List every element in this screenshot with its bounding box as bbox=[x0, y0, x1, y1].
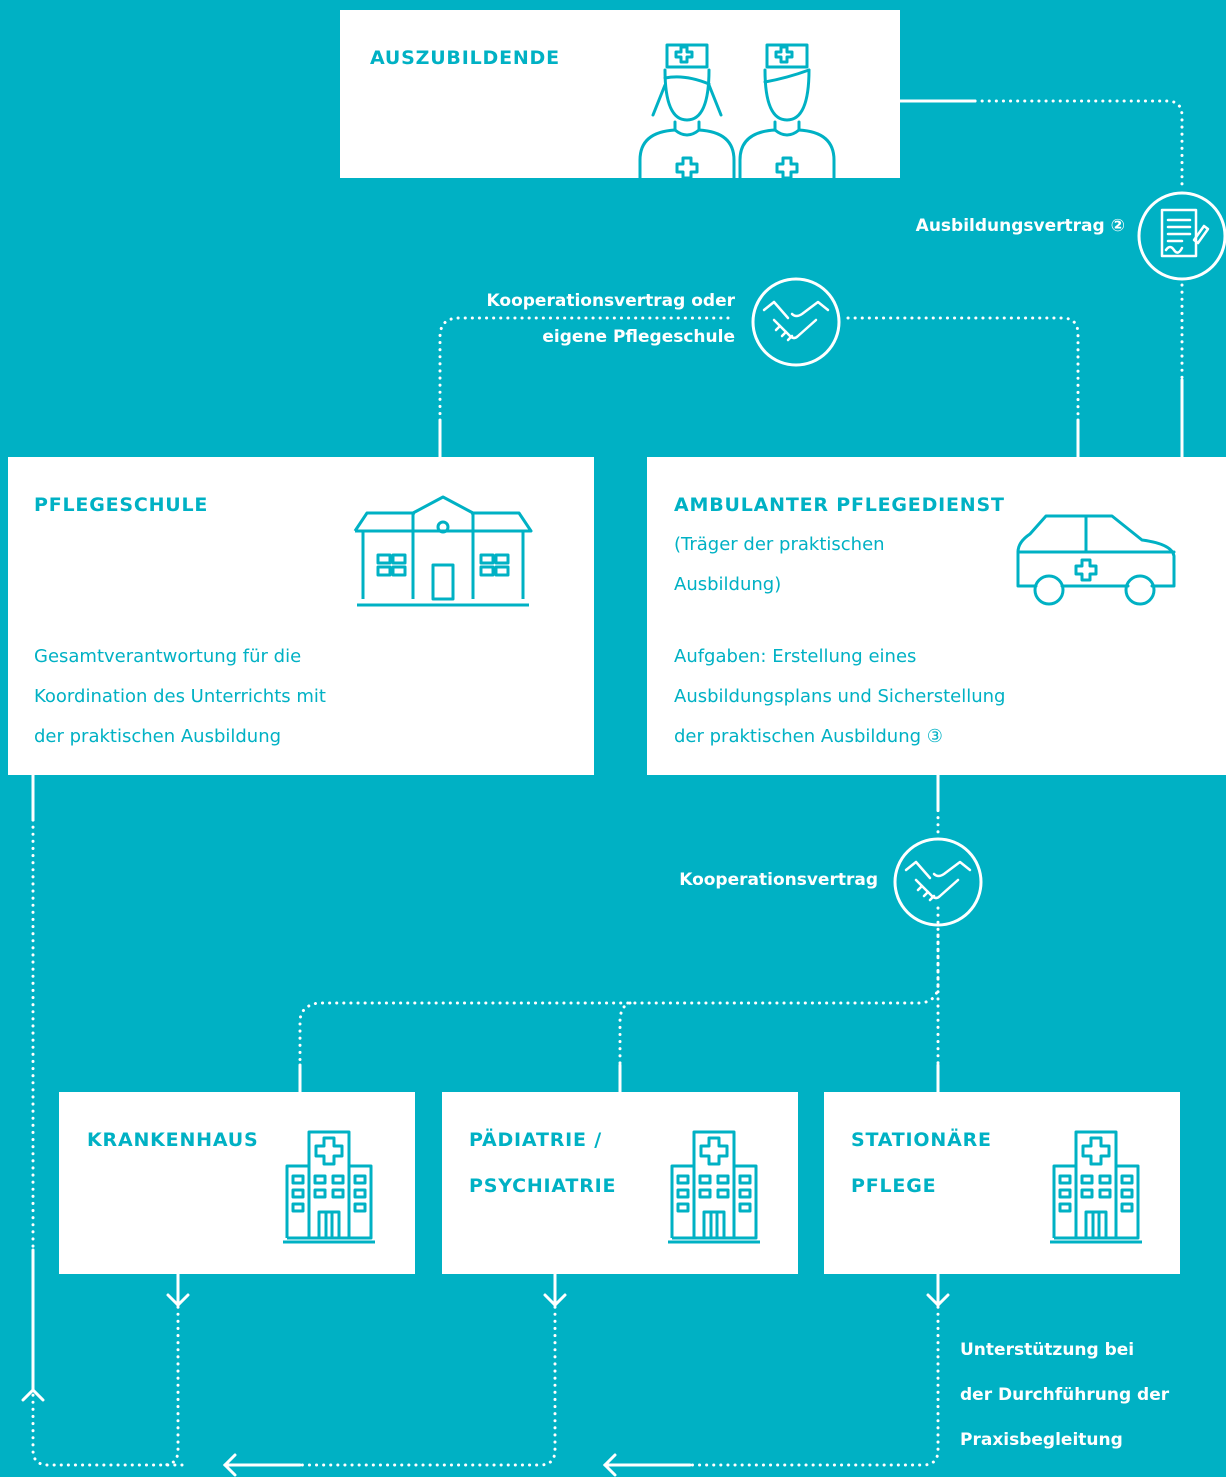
school-building-icon bbox=[353, 495, 533, 607]
stationaer-title-line: STATIONÄRE bbox=[851, 1129, 992, 1151]
ambulant-subtitle: (Träger der praktischen Ausbildung) bbox=[674, 525, 885, 605]
pflegeschule-text-line: Gesamtverantwortung für die bbox=[34, 646, 302, 667]
ambulant-text-line: Ausbildungsplans und Sicherstellung bbox=[674, 686, 1006, 707]
paediatrie-title-line: PÄDIATRIE / bbox=[469, 1129, 602, 1151]
ambulant-box: AMBULANTER PFLEGEDIENST (Träger der prak… bbox=[647, 457, 1226, 775]
ausbildungsvertrag-label: Ausbildungsvertrag ② bbox=[915, 216, 1125, 236]
ambulant-text-line: der praktischen Ausbildung ③ bbox=[674, 726, 943, 747]
unterstuetzung-label: Unterstützung bei der Durchführung der P… bbox=[960, 1328, 1169, 1463]
ambulance-car-icon bbox=[1016, 514, 1176, 606]
kooperation-oder-line2: eigene Pflegeschule bbox=[542, 327, 735, 347]
stationaer-title: STATIONÄRE PFLEGE bbox=[851, 1117, 992, 1209]
ambulant-subtitle-line: (Träger der praktischen bbox=[674, 534, 885, 555]
ambulant-text: Aufgaben: Erstellung eines Ausbildungspl… bbox=[674, 637, 1005, 757]
handshake-icon bbox=[751, 277, 841, 367]
unterstuetzung-line: der Durchführung der bbox=[960, 1385, 1170, 1405]
unterstuetzung-line: Unterstützung bei bbox=[960, 1340, 1135, 1360]
pflegeschule-title: PFLEGESCHULE bbox=[34, 494, 209, 516]
stationaer-box: STATIONÄRE PFLEGE bbox=[824, 1092, 1180, 1274]
stationaer-title-line: PFLEGE bbox=[851, 1175, 937, 1197]
pflegeschule-text: Gesamtverantwortung für die Koordination… bbox=[34, 637, 326, 757]
auszubildende-title: AUSZUBILDENDE bbox=[370, 47, 560, 69]
paediatrie-title-line: PSYCHIATRIE bbox=[469, 1175, 617, 1197]
kooperationsvertrag-label: Kooperationsvertrag bbox=[679, 870, 878, 890]
krankenhaus-title: KRANKENHAUS bbox=[87, 1129, 259, 1151]
auszubildende-box: AUSZUBILDENDE bbox=[340, 10, 900, 178]
ambulant-subtitle-line: Ausbildung) bbox=[674, 574, 782, 595]
kooperation-oder-label: Kooperationsvertrag oder eigene Pflegesc… bbox=[380, 283, 735, 355]
hospital-icon bbox=[668, 1130, 760, 1244]
pflegeschule-text-line: der praktischen Ausbildung bbox=[34, 726, 282, 747]
handshake-icon bbox=[893, 837, 983, 927]
pflegeschule-text-line: Koordination des Unterrichts mit bbox=[34, 686, 326, 707]
kooperation-oder-line1: Kooperationsvertrag oder bbox=[486, 291, 735, 311]
unterstuetzung-line: Praxisbegleitung bbox=[960, 1430, 1123, 1450]
nurses-icon bbox=[638, 43, 836, 178]
pflegeschule-box: PFLEGESCHULE Gesamtverantwortung für die… bbox=[8, 457, 594, 775]
paediatrie-title: PÄDIATRIE / PSYCHIATRIE bbox=[469, 1117, 616, 1209]
hospital-icon bbox=[1050, 1130, 1142, 1244]
ambulant-text-line: Aufgaben: Erstellung eines bbox=[674, 646, 917, 667]
paediatrie-box: PÄDIATRIE / PSYCHIATRIE bbox=[442, 1092, 798, 1274]
hospital-icon bbox=[283, 1130, 375, 1244]
krankenhaus-box: KRANKENHAUS bbox=[59, 1092, 415, 1274]
contract-icon bbox=[1137, 191, 1226, 281]
ambulant-title: AMBULANTER PFLEGEDIENST bbox=[674, 494, 1005, 516]
